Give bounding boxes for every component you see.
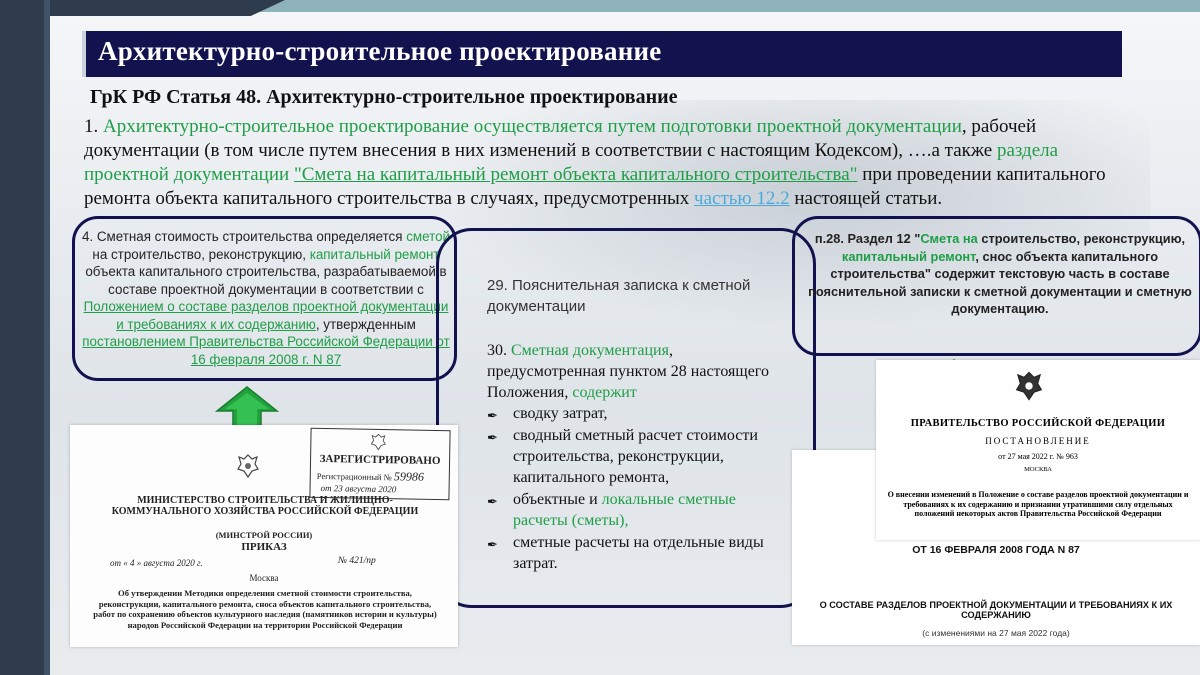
background-decor [430, 100, 1150, 330]
list-item: ✒ сводный сметный расчет стоимости строит… [487, 425, 787, 488]
list-item-text: сметные расчеты на отдельные виды затрат… [513, 534, 764, 572]
left-callout-box [72, 216, 457, 381]
paragraph-text: настоящей статьи. [789, 188, 943, 209]
pen-icon: ✒ [487, 494, 498, 509]
list-item-text: сводку затрат, [513, 405, 608, 422]
middle-callout-box [436, 228, 816, 608]
highlight-text: сметой [406, 229, 451, 244]
contents-list: ✒ сводку затрат, ✒ сводный сметный расчет … [487, 403, 787, 575]
smeta-section-link[interactable]: "Смета на капитальный ремонт объекта кап… [293, 164, 858, 185]
highlight-text: раздела проектной документации [84, 140, 1059, 185]
order-title: ПРИКАЗ [241, 541, 287, 553]
order-description: Об утверждении Методики определения смет… [93, 588, 437, 630]
coat-of-arms-icon [237, 454, 259, 479]
highlight-text: Архитектурно-строительное проектирование… [103, 116, 962, 137]
coat-of-arms-icon [370, 433, 386, 451]
highlight-text: капитальный ремонт [841, 248, 976, 264]
order-date: от « 4 » августа 2020 г. [110, 558, 203, 568]
left-callout-text: 4. Сметная стоимость строительства опред… [80, 228, 452, 368]
decree-description: О внесении изменений в Положение о соста… [887, 490, 1189, 518]
callout-text: объекта капитального строительства, разр… [85, 264, 447, 297]
callout-text: на строительство, реконструкцию, [92, 246, 310, 262]
page-title: Архитектурно-строительное проектирование [98, 36, 662, 66]
highlight-text: локальные сметные расчеты (сметы), [513, 491, 736, 529]
coat-of-arms-icon [1015, 371, 1043, 401]
decree-city: МОСКВА [1024, 466, 1052, 473]
decree-title: ПОСТАНОВЛЕНИЕ [985, 436, 1091, 446]
callout-text: , снос объекта капитального строительств… [808, 248, 1192, 317]
list-item-text: сводный сметный расчет стоимости строите… [513, 427, 758, 486]
stamp-title: ЗАРЕГИСТРИРОВАНО [319, 452, 441, 468]
list-item: ✒ объектные и локальные сметные расчеты (… [487, 489, 787, 531]
government-name: ПРАВИТЕЛЬСТВО РОССИЙСКОЙ ФЕДЕРАЦИИ [910, 418, 1166, 429]
highlight-text: содержит [572, 384, 637, 401]
top-corner-decor [0, 0, 285, 16]
paragraph-text: при проведении капитального ремонта объе… [84, 164, 1106, 209]
left-sidebar-decor [0, 0, 50, 675]
regulation-link[interactable]: Положением о составе разделов проектной … [83, 299, 449, 332]
decree-87-link[interactable]: постановлением Правительства Российской … [82, 334, 450, 367]
decree-date: от 27 мая 2022 г. № 963 [998, 452, 1078, 461]
article-heading: ГрК РФ Статья 48. Архитектурно-строитель… [90, 86, 678, 108]
stamp-reg-label: Регистрационный № [316, 470, 392, 483]
right-callout-text: п.28. Раздел 12 "Смета на строительство,… [805, 230, 1195, 318]
list-item-text: объектные и [513, 491, 602, 508]
stamp-date: от 23 августа 2020 [320, 482, 397, 495]
top-band [0, 0, 1200, 12]
regulation-date: ОТ 16 ФЕВРАЛЯ 2008 ГОДА N 87 [912, 544, 1080, 556]
callout-text: 4. Сметная стоимость строительства опред… [81, 229, 407, 244]
ministry-short: (МИНСТРОЙ РОССИИ) [215, 530, 313, 540]
clause-text: , предусмотренная пунктом 28 настоящего … [487, 342, 769, 401]
highlight-text: капитальный ремонт [309, 246, 440, 262]
list-item: ✒ сводку затрат, [487, 403, 787, 424]
clause-30: 30. Сметная документация, предусмотренна… [487, 340, 787, 403]
callout-text: п.28. Раздел 12 " [814, 231, 921, 246]
ministry-name: МИНИСТЕРСТВО СТРОИТЕЛЬСТВА И ЖИЛИЩНО-КОМ… [111, 495, 419, 517]
part-12-2-link[interactable]: частью 12.2 [694, 188, 790, 209]
clause-number: 30. [487, 342, 511, 359]
callout-text: строительство, реконструкцию, [977, 231, 1186, 246]
pen-icon: ✒ [487, 408, 498, 423]
order-number: № 421/пр [338, 556, 376, 566]
decree-963-document: ПРАВИТЕЛЬСТВО РОССИЙСКОЙ ФЕДЕРАЦИИ ПОСТА… [876, 360, 1200, 540]
regulation-changes: (с изменениями на 27 мая 2022 года) [922, 628, 1070, 638]
paragraph-text: , рабочей документации (в том числе путе… [84, 116, 1037, 161]
ministry-order-document: ЗАРЕГИСТРИРОВАНО Регистрационный № 59986… [70, 425, 458, 647]
callout-text: , утвержденным [315, 316, 416, 332]
highlight-text: Смета на [920, 231, 978, 246]
paragraph-number: 1. [84, 116, 103, 137]
article-paragraph-1: 1. Архитектурно-строительное проектирова… [84, 115, 1134, 211]
pen-icon: ✒ [487, 537, 498, 552]
order-city: Москва [249, 573, 279, 583]
list-item: ✒ сметные расчеты на отдельные виды затра… [487, 532, 787, 574]
registration-stamp: ЗАРЕГИСТРИРОВАНО Регистрационный № 59986… [309, 427, 451, 501]
stamp-reg-number: 59986 [393, 469, 425, 484]
clause-29: 29. Пояснительная записка к сметной доку… [487, 277, 751, 315]
highlight-text: Сметная документация [511, 342, 669, 359]
left-sidebar-stripe [44, 0, 50, 675]
regulation-title: О СОСТАВЕ РАЗДЕЛОВ ПРОЕКТНОЙ ДОКУМЕНТАЦИ… [819, 600, 1173, 620]
pen-icon: ✒ [487, 430, 498, 445]
title-bar: Архитектурно-строительное проектирование [82, 31, 1122, 77]
